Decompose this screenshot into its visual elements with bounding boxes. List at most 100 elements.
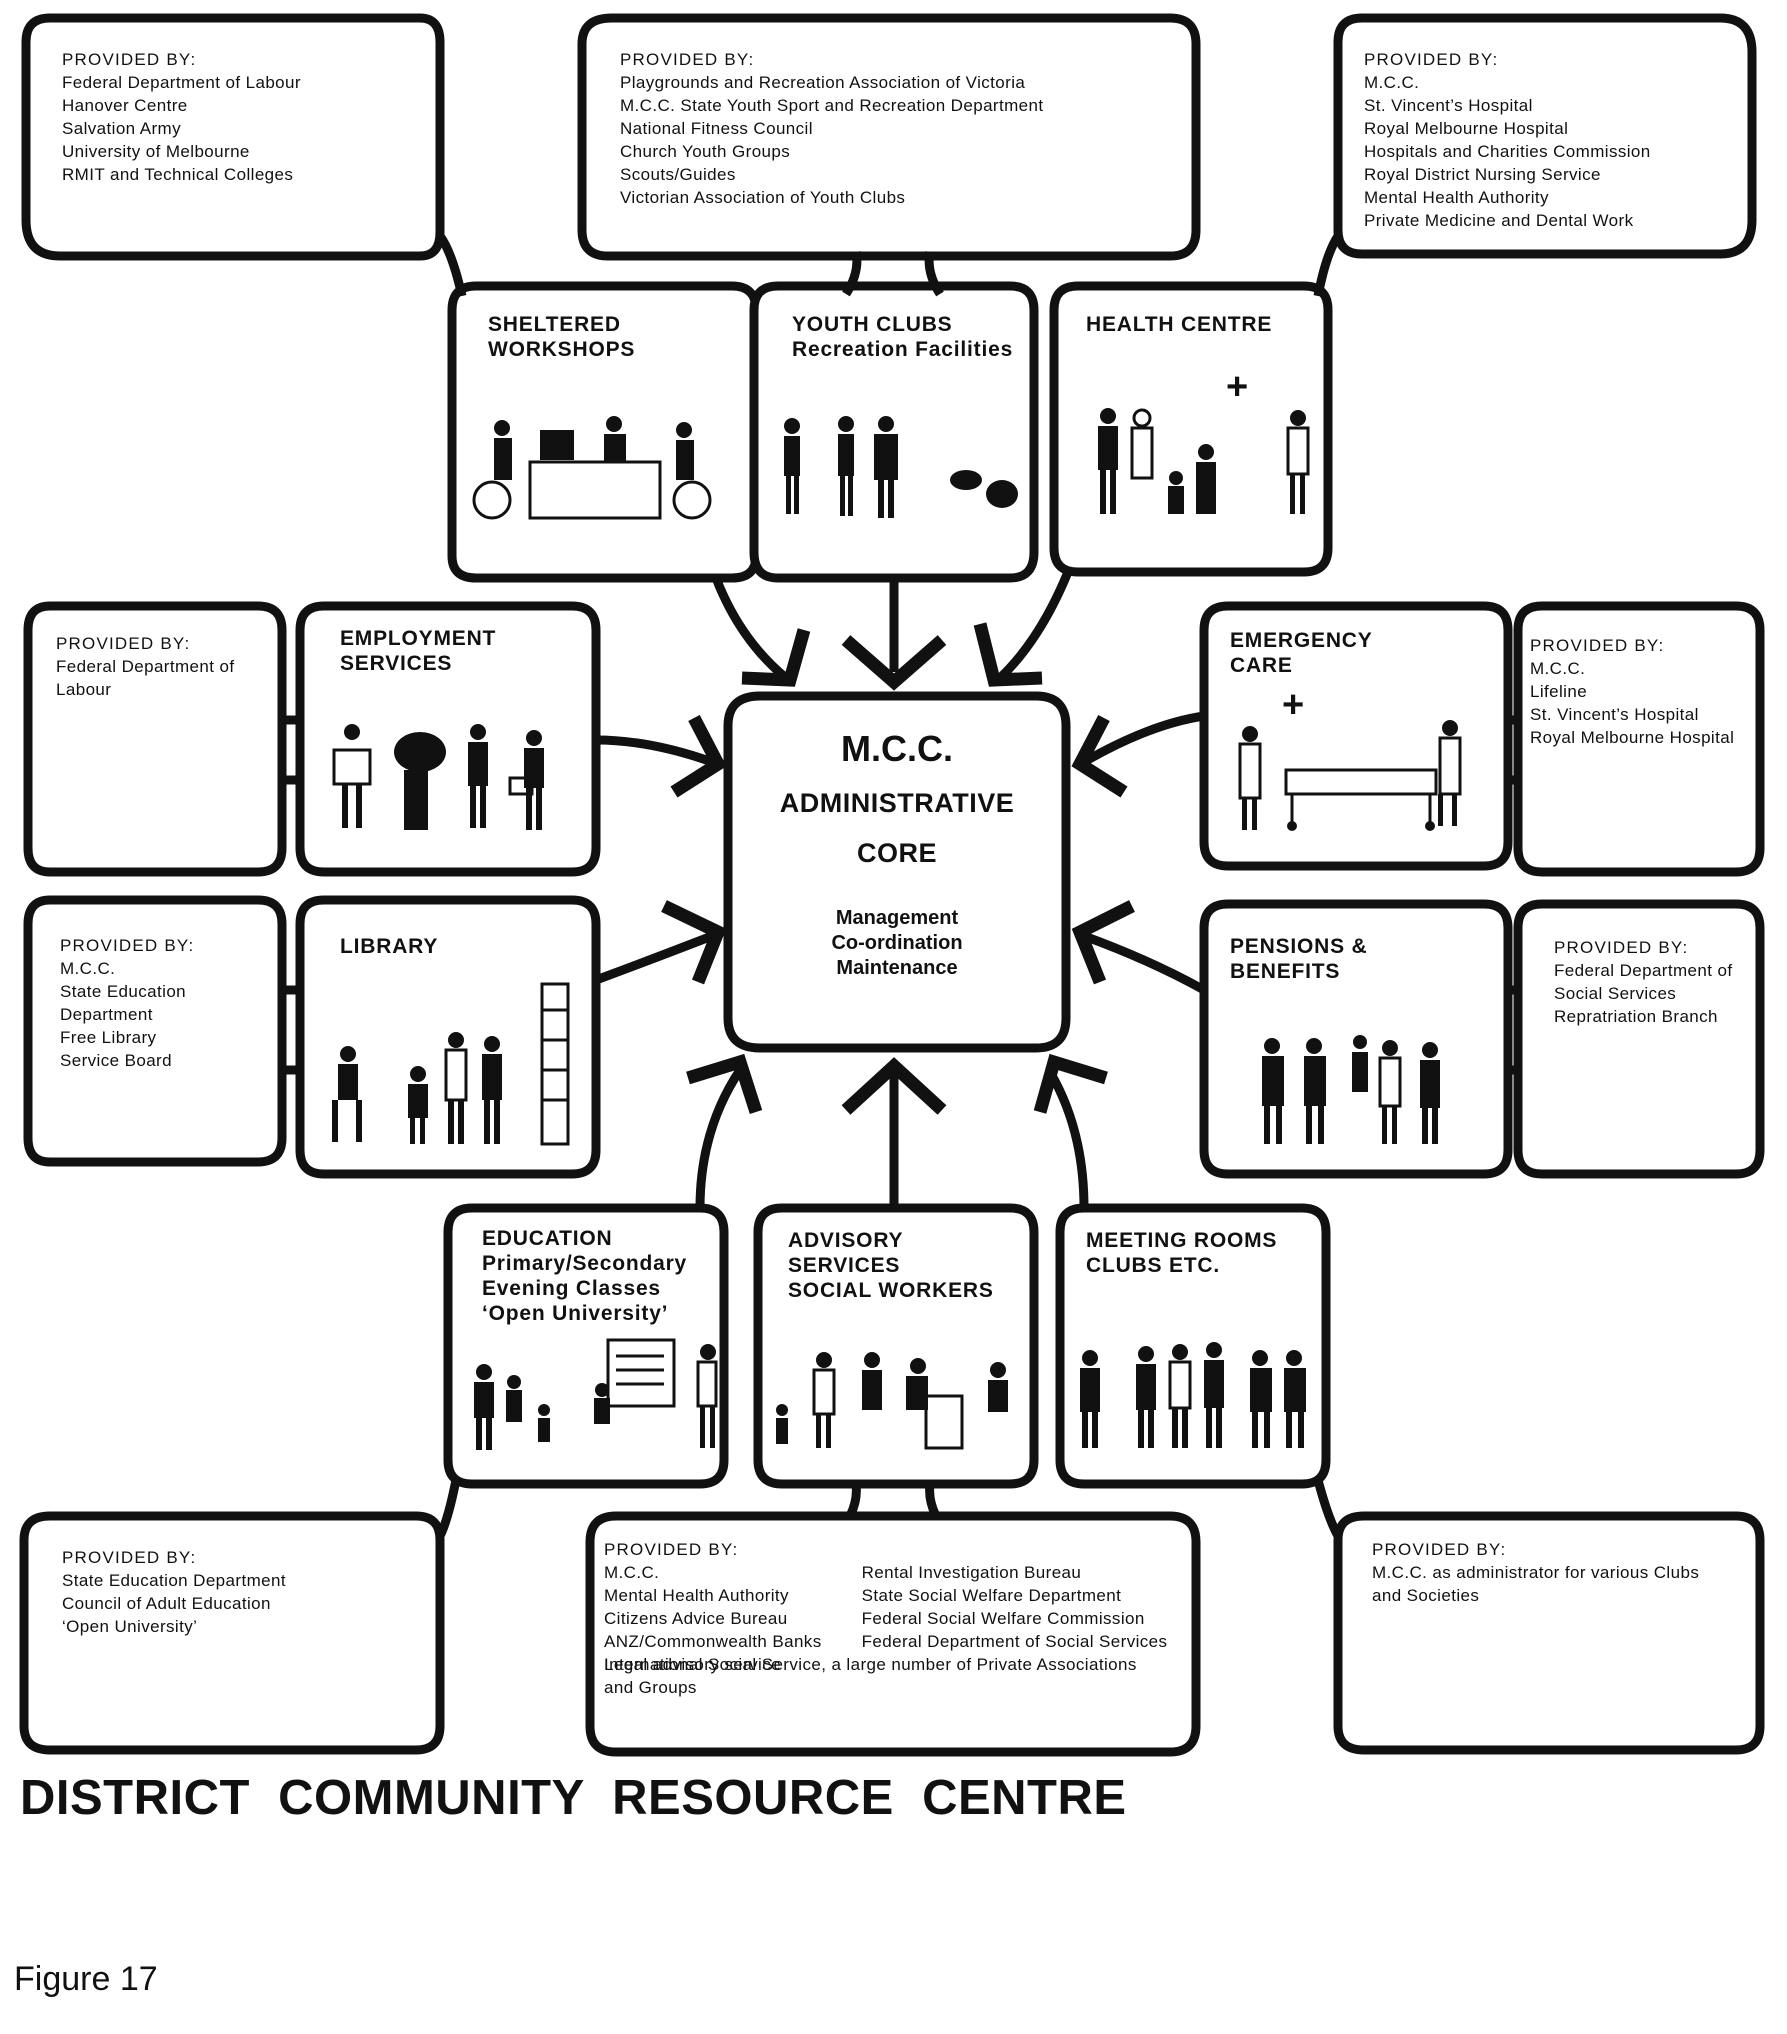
meeting-rooms-figures — [1080, 1342, 1306, 1448]
service-label-line: Evening Classes — [482, 1277, 661, 1300]
arrow-head-meeting — [1033, 1053, 1108, 1114]
core-function: Co-ordination — [831, 932, 963, 954]
provider-item: ‘Open University’ — [62, 1617, 198, 1636]
provider-box-health — [1333, 13, 1757, 259]
provider-text-meeting: PROVIDED BY:M.C.C. as administrator for … — [1372, 1538, 1699, 1607]
arrow-stem-meeting — [1046, 1069, 1089, 1209]
provider-heading: PROVIDED BY: — [1530, 636, 1665, 655]
arrow-head-sheltered — [741, 628, 811, 687]
provider-box-library — [23, 895, 287, 1167]
service-label-line: BENEFITS — [1230, 960, 1341, 983]
provider-item: Federal Department of — [56, 657, 235, 676]
arrow-head-pensions — [1071, 900, 1135, 985]
provider-item: Hanover Centre — [62, 96, 188, 115]
provider-item: M.C.C. — [1530, 659, 1586, 678]
service-label-line: PENSIONS & — [1230, 935, 1368, 958]
service-label-line: ADVISORY — [788, 1229, 904, 1252]
service-label-line: EMPLOYMENT — [340, 627, 497, 650]
service-label-line: HEALTH CENTRE — [1086, 313, 1273, 336]
provider-heading: PROVIDED BY: — [1554, 938, 1689, 957]
service-label-line: CARE — [1230, 654, 1293, 677]
provider-heading: PROVIDED BY: — [60, 936, 195, 955]
service-label-line: Recreation Facilities — [792, 338, 1014, 361]
provider-item: Federal Department of Social Services — [861, 1632, 1168, 1651]
provider-item: Council of Adult Education — [62, 1594, 271, 1613]
library-figures — [332, 982, 570, 1146]
figure-caption: Figure 17 — [14, 1960, 158, 1998]
connector-pensions — [1508, 985, 1518, 1075]
provider-item: Church Youth Groups — [620, 142, 791, 161]
provider-text-health: PROVIDED BY:M.C.C.St. Vincent’s Hospital… — [1364, 48, 1651, 232]
arrow-stem-library — [594, 931, 714, 985]
provider-item: St. Vincent’s Hospital — [1364, 96, 1533, 115]
arrow-stem-education — [695, 1067, 744, 1209]
service-label-library: LIBRARY — [340, 934, 438, 959]
service-box-employment — [295, 601, 601, 877]
provider-item: Federal Department of — [1554, 961, 1733, 980]
provider-item: Department — [60, 1005, 153, 1024]
provider-item: Royal Melbourne Hospital — [1530, 728, 1735, 747]
provider-item: Playgrounds and Recreation Association o… — [620, 73, 1026, 92]
service-label-line: MEETING ROOMS — [1086, 1229, 1278, 1252]
provider-item: Legal advisory service — [604, 1655, 781, 1674]
provider-heading: PROVIDED BY: — [56, 634, 191, 653]
service-label-line: CLUBS ETC. — [1086, 1254, 1220, 1277]
service-box-library — [295, 895, 601, 1179]
service-label-line: WORKSHOPS — [488, 338, 636, 361]
arrow-stem-emergency — [1081, 711, 1205, 766]
provider-item: State Education — [60, 982, 187, 1001]
arrow-head-emergency — [1071, 714, 1128, 798]
provider-item: Salvation Army — [62, 119, 181, 138]
provider-text-advisory: PROVIDED BY: M.C.C.Mental Health Authori… — [604, 1538, 1167, 1699]
arrow-stem-pensions — [1082, 931, 1207, 994]
provider-box-youth — [577, 13, 1201, 261]
provider-heading: PROVIDED BY: — [1364, 50, 1499, 69]
arrow-stem-sheltered — [711, 576, 789, 682]
service-box-health — [1049, 281, 1333, 577]
provider-item: Labour — [56, 680, 112, 699]
provider-item: Private Medicine and Dental Work — [1364, 211, 1634, 230]
provider-item: Repratriation Branch — [1554, 1007, 1718, 1026]
provider-item: St. Vincent’s Hospital — [1530, 705, 1699, 724]
connector-health — [1313, 233, 1342, 297]
connector-emergency — [1508, 715, 1518, 785]
provider-text-sheltered: PROVIDED BY: Federal Department of Labour… — [62, 48, 301, 186]
service-label-health: HEALTH CENTRE — [1086, 312, 1272, 337]
arrow-head-library — [661, 900, 727, 985]
provider-item: Federal Department of Labour — [62, 73, 301, 92]
provider-item: Federal Social Welfare Commission — [861, 1609, 1145, 1628]
provider-box-advisory — [585, 1511, 1201, 1757]
provider-heading: PROVIDED BY: — [620, 50, 755, 69]
education-figures — [474, 1338, 718, 1450]
connector-employment — [282, 715, 300, 785]
provider-item: and Groups — [604, 1678, 697, 1697]
youth-club-figures — [784, 416, 1018, 518]
service-label-line: LIBRARY — [340, 935, 439, 958]
core-box — [723, 691, 1071, 1053]
service-label-line: Primary/Secondary — [482, 1252, 688, 1275]
provider-heading: PROVIDED BY: — [62, 50, 197, 69]
provider-item: University of Melbourne — [62, 142, 250, 161]
arrow-head-health — [973, 622, 1043, 687]
health-plus-icon: + — [1226, 366, 1249, 408]
provider-item: State Social Welfare Department — [861, 1586, 1122, 1605]
provider-item: Mental Health Authority — [1364, 188, 1549, 207]
core-line2: CORE — [856, 838, 937, 868]
connector-advisory-bottom — [845, 1483, 941, 1519]
emergency-plus-icon: + — [1282, 684, 1305, 726]
provider-item: Lifeline — [1530, 682, 1588, 701]
connector-youth — [842, 251, 944, 297]
service-label-line: EMERGENCY — [1230, 629, 1373, 652]
provider-item: Scouts/Guides — [620, 165, 736, 184]
service-label-line: SERVICES — [340, 652, 453, 675]
provider-item: State Education Department — [62, 1571, 286, 1590]
connector-education-bottom — [435, 1479, 461, 1539]
